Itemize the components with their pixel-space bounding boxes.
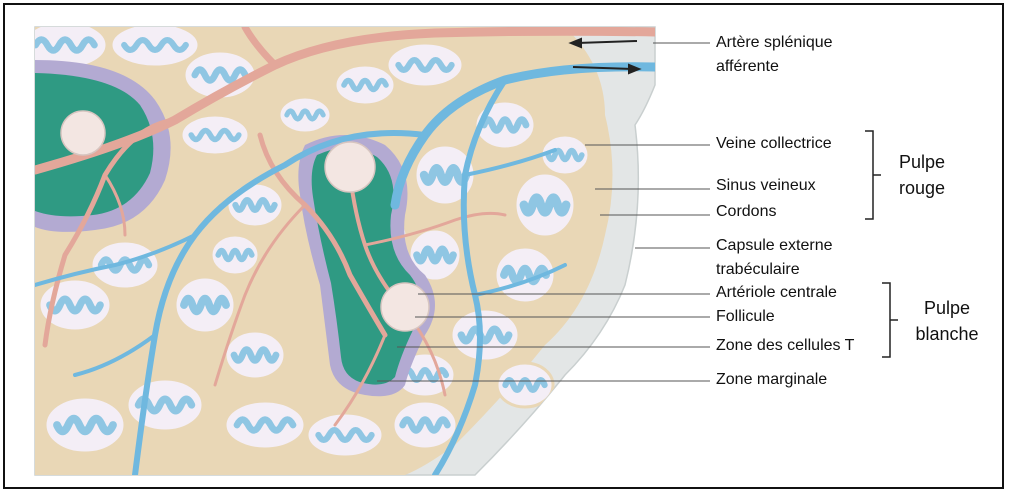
label-artere-splenique: Artère splénique afférente: [716, 31, 833, 79]
label-veine-collectrice: Veine collectrice: [716, 132, 832, 156]
figure-frame: Artère splénique afférente Veine collect…: [3, 3, 1004, 489]
venous-sinus-lobule: [91, 241, 159, 289]
venous-sinus-lobule: [211, 235, 259, 275]
venous-sinus-lobule: [45, 397, 125, 453]
spleen-diagram: [5, 5, 1006, 491]
venous-sinus-lobule: [515, 173, 575, 237]
venous-sinus-lobule: [393, 401, 457, 449]
venous-sinus-lobule: [225, 331, 285, 379]
label-follicule: Follicule: [716, 305, 775, 329]
label-zone-cellules-t: Zone des cellules T: [716, 334, 854, 358]
label-sinus-veineux: Sinus veineux: [716, 174, 816, 198]
venous-sinus-lobule: [181, 115, 249, 155]
venous-sinus-lobule: [335, 65, 395, 105]
venous-sinus-lobule: [307, 413, 383, 457]
venous-sinus-lobule: [225, 401, 305, 449]
venous-sinus-lobule: [387, 43, 463, 87]
follicle-lower: [381, 283, 429, 331]
venous-sinus-lobule: [541, 135, 589, 175]
venous-sinus-lobule: [111, 23, 199, 67]
group-pulpe-blanche: Pulpe blanche: [902, 295, 992, 347]
venous-sinus-lobule: [475, 101, 535, 149]
follicle-upper: [325, 142, 375, 192]
venous-sinus-lobule: [127, 379, 203, 431]
group-pulpe-rouge: Pulpe rouge: [885, 149, 959, 201]
label-cordons: Cordons: [716, 200, 776, 224]
venous-sinus-lobule: [227, 183, 283, 227]
venous-sinus-lobule: [175, 277, 235, 333]
venous-sinus-lobule: [279, 97, 331, 133]
label-zone-marginale: Zone marginale: [716, 368, 827, 392]
label-arteriole-centrale: Artériole centrale: [716, 281, 837, 305]
label-capsule: Capsule externe trabéculaire: [716, 234, 833, 282]
follicle-left: [61, 111, 105, 155]
